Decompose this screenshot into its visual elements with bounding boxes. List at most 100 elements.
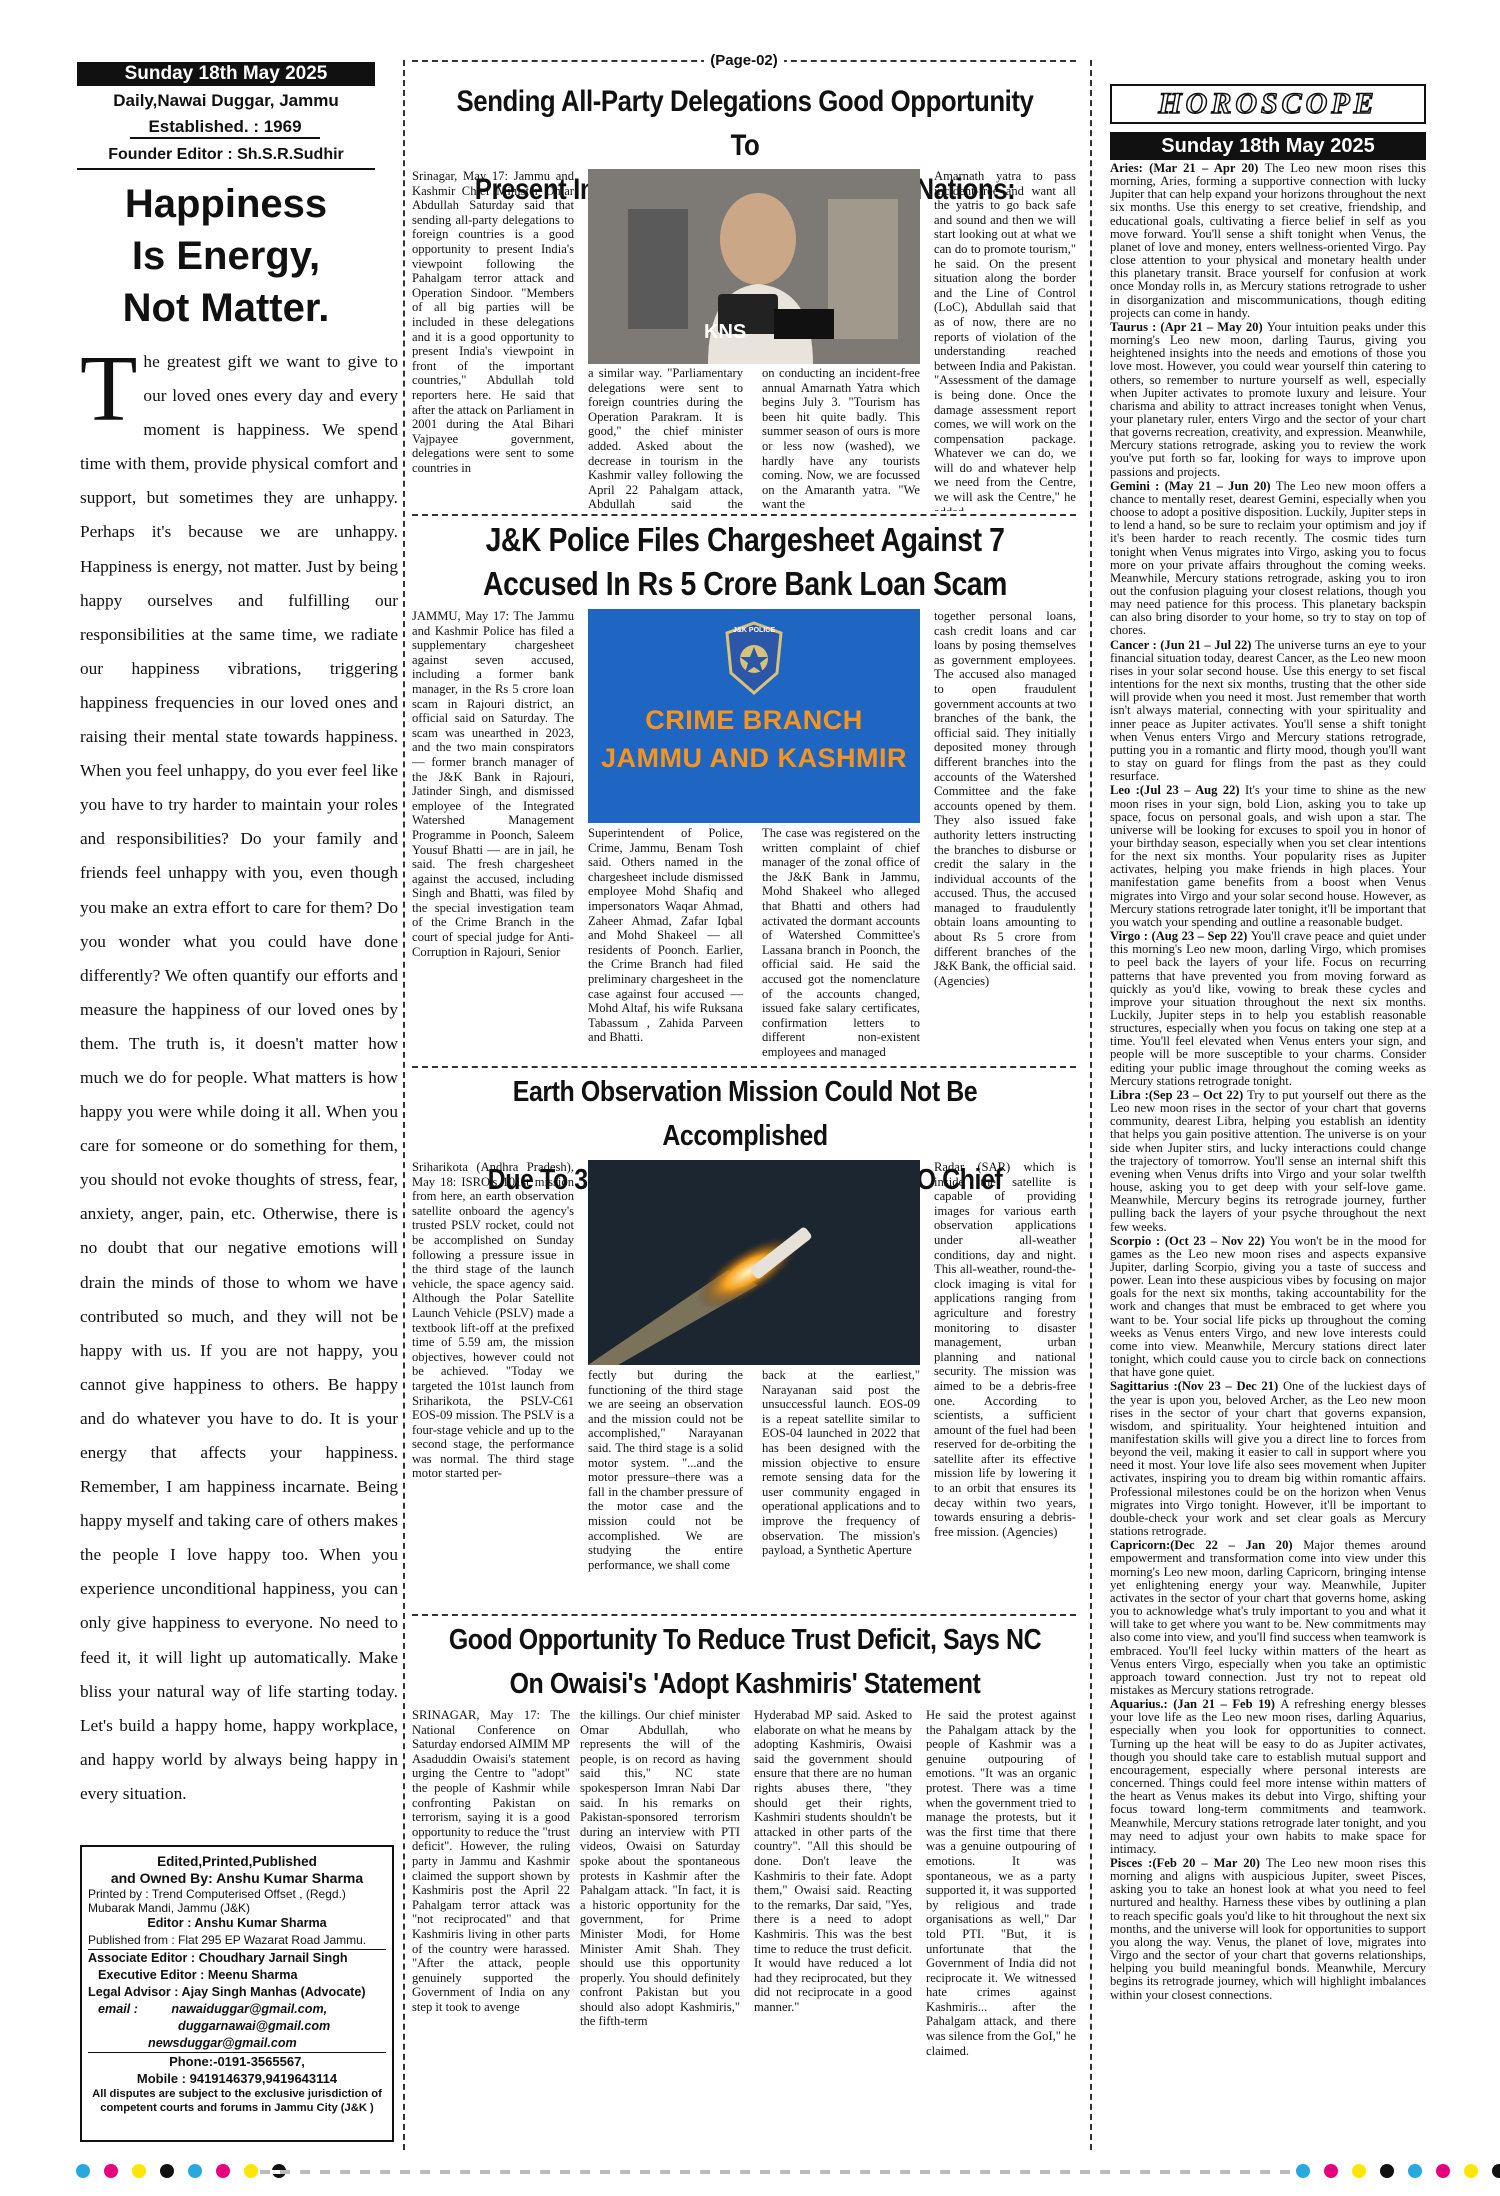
column-divider-left: [403, 60, 405, 2150]
horoscope-sign-name: Capricorn:(Dec 22 – Jan 20): [1110, 1538, 1304, 1553]
imprint-line3: Printed by : Trend Computerised Offset ,…: [88, 1887, 346, 1915]
banner-line1: CRIME BRANCH: [645, 705, 863, 735]
imprint-email1[interactable]: nawaiduggar@gmail.com,: [171, 2002, 328, 2016]
story3-col1: Sriharikota (Andhra Pradesh), May 18: IS…: [412, 1160, 574, 1481]
story2-divider: [412, 1066, 1076, 1068]
story2-headline-line2: Accused In Rs 5 Crore Bank Loan Scam: [483, 565, 1007, 602]
imprint-email2[interactable]: duggarnawai@gmail.com: [178, 2019, 331, 2033]
page-label: (Page-02): [412, 52, 1076, 80]
masthead-paper-line: Daily,Nawai Duggar, Jammu: [113, 91, 339, 110]
editorial-title-line2: Is Energy,: [131, 234, 321, 278]
horoscope-date: Sunday 18th May 2025: [1110, 132, 1426, 160]
registration-dot: [1296, 2164, 1310, 2178]
registration-dot: [244, 2164, 258, 2178]
horoscope-sign-text: You'll crave peace and quiet under this …: [1110, 929, 1426, 1088]
imprint-email-label: email :: [98, 2002, 138, 2016]
story2-headline-line1: J&K Police Files Chargesheet Against 7: [485, 521, 1005, 558]
horoscope-sign-text: A refreshing energy blesses your love li…: [1110, 1697, 1426, 1856]
imprint-email3[interactable]: newsduggar@gmail.com: [88, 2035, 386, 2053]
story2-headline: J&K Police Files Chargesheet Against 7 A…: [400, 518, 1090, 606]
masthead-founder: Founder Editor : Sh.S.R.Sudhir: [108, 146, 344, 163]
imprint-line2: and Owned By: Anshu Kumar Sharma: [110, 1870, 364, 1886]
horoscope-sign-text: The Leo new moon rises this morning and …: [1110, 1856, 1426, 2002]
horoscope-sign-name: Scorpio : (Oct 23 – Nov 22): [1110, 1233, 1270, 1248]
imprint-line4: Editor : Anshu Kumar Sharma: [147, 1916, 327, 1930]
horoscope-sign-text: Major themes around empowerment and tran…: [1110, 1538, 1426, 1697]
registration-dot: [76, 2164, 90, 2178]
story3-col3: back at the earliest," Narayanan said po…: [762, 1368, 920, 1558]
horoscope-sign-text: The universe turns an eye to your financ…: [1110, 637, 1426, 784]
horoscope-entry: Cancer : (Jun 21 – Jul 22) The universe …: [1110, 637, 1426, 784]
horoscope-sign-text: The Leo new moon rises this morning, Ari…: [1110, 162, 1426, 320]
story1-photo-label: KNS: [704, 321, 747, 343]
horoscope-sign-name: Leo :(Jul 23 – Aug 22): [1110, 783, 1245, 798]
imprint-line1: Edited,Printed,Published: [157, 1854, 317, 1869]
story4-headline: Good Opportunity To Reduce Trust Deficit…: [400, 1618, 1090, 1706]
story4-col1: SRINAGAR, May 17: The National Conferenc…: [412, 1708, 570, 2014]
story1-photo: KNS: [588, 169, 920, 364]
registration-dot: [1492, 2164, 1500, 2178]
horoscope-entry: Libra :(Sep 23 – Oct 22) Try to put your…: [1110, 1087, 1426, 1234]
story1-photo-illustration: [588, 169, 920, 364]
editorial-title-line3: Not Matter.: [122, 286, 330, 330]
story1-col3: on conducting an incident-free annual Am…: [762, 366, 920, 511]
rocket-launch-illustration: [588, 1160, 920, 1365]
registration-marks-right: [1296, 2164, 1500, 2178]
horoscope-sign-name: Aquarius.: (Jan 21 – Feb 19): [1110, 1697, 1281, 1712]
masthead-established: Established. : 1969: [130, 117, 320, 139]
story1-col2: a similar way. "Parliamentary delegation…: [588, 366, 743, 511]
horoscope-entry: Aries: (Mar 21 – Apr 20) The Leo new moo…: [1110, 162, 1426, 320]
story2-col4: together personal loans, cash credit loa…: [934, 609, 1076, 988]
horoscope-sign-text: Try to put yourself out there as the Leo…: [1110, 1087, 1426, 1234]
horoscope-sign-text: Your intuition peaks under this morning'…: [1110, 319, 1426, 479]
masthead-date: Sunday 18th May 2025: [77, 62, 375, 86]
story3-col4: Radar (SAR) which is inside the satellit…: [934, 1160, 1076, 1539]
horoscope-sign-name: Cancer : (Jun 21 – Jul 22): [1110, 637, 1255, 652]
story3-headline-line1: Earth Observation Mission Could Not Be A…: [512, 1076, 978, 1152]
registration-dot: [160, 2164, 174, 2178]
imprint-line6: Associate Editor : Choudhary Jarnail Sin…: [88, 1951, 348, 1965]
police-badge-text: J&K POLICE: [732, 627, 775, 634]
story3-photo: [588, 1160, 920, 1365]
story3-divider: [412, 1614, 1076, 1616]
horoscope-title: HOROSCOPE: [1110, 84, 1426, 124]
masthead-rule: [77, 168, 375, 170]
story1-headline-line1: Sending All-Party Delegations Good Oppor…: [456, 85, 1034, 162]
story3-col2: fectly but during the functioning of the…: [588, 1368, 743, 1572]
registration-dot: [216, 2164, 230, 2178]
horoscope-entry: Sagittarius :(Nov 23 – Dec 21) One of th…: [1110, 1380, 1426, 1538]
story2-col2: Superintendent of Police, Crime, Jammu, …: [588, 826, 743, 1045]
imprint-mobile: Mobile : 9419146379,9419643114: [136, 2071, 338, 2086]
horoscope-sign-name: Taurus : (Apr 21 – May 20): [1110, 319, 1267, 334]
imprint-line7: Executive Editor : Meenu Sharma: [98, 1968, 298, 1982]
horoscope-entry: Leo :(Jul 23 – Aug 22) It's your time to…: [1110, 784, 1426, 929]
story4-col4: He said the protest against the Pahalgam…: [926, 1708, 1076, 2058]
editorial-dropcap: T: [80, 345, 138, 441]
horoscope-sign-text: You won't be in the mood for games as th…: [1110, 1233, 1426, 1380]
registration-dot: [188, 2164, 202, 2178]
story1-col4: Amarnath yatra to pass incident-free and…: [934, 169, 1076, 511]
imprint-line8: Legal Advisor : Ajay Singh Manhas (Advoc…: [88, 1985, 366, 1999]
imprint-line5: Published from : Flat 295 EP Wazarat Roa…: [88, 1932, 386, 1950]
registration-dot: [104, 2164, 118, 2178]
registration-dot: [1352, 2164, 1366, 2178]
horoscope-entry: Aquarius.: (Jan 21 – Feb 19) A refreshin…: [1110, 1698, 1426, 1856]
story4-headline-line1: Good Opportunity To Reduce Trust Deficit…: [448, 1624, 1042, 1656]
horoscope-entry: Pisces :(Feb 20 – Mar 20) The Leo new mo…: [1110, 1856, 1426, 2002]
story2-col1: JAMMU, May 17: The Jammu and Kashmir Pol…: [412, 609, 574, 959]
horoscope-entry: Virgo : (Aug 23 – Sep 22) You'll crave p…: [1110, 929, 1426, 1088]
registration-dot: [1436, 2164, 1450, 2178]
story2-col3: The case was registered on the written c…: [762, 826, 920, 1059]
registration-dot: [1380, 2164, 1394, 2178]
editorial-title-line1: Happiness: [124, 182, 328, 226]
registration-dot: [1324, 2164, 1338, 2178]
registration-marks-left: [76, 2164, 286, 2178]
imprint-phone: Phone:-0191-3565567,: [169, 2054, 305, 2069]
registration-dot: [1464, 2164, 1478, 2178]
horoscope-sign-name: Libra :(Sep 23 – Oct 22): [1110, 1087, 1248, 1102]
police-badge-icon: [725, 621, 783, 695]
horoscope-sign-text: The Leo new moon offers a chance to ment…: [1110, 478, 1426, 638]
horoscope-entry: Gemini : (May 21 – Jun 20) The Leo new m…: [1110, 478, 1426, 638]
story1-divider: [412, 514, 1076, 516]
